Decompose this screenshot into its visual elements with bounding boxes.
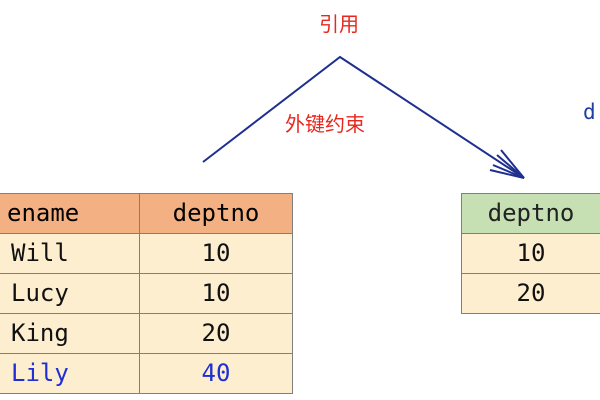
table-row: 20 (461, 273, 600, 314)
emp-cell-ename: Lily (0, 353, 140, 394)
emp-cell-ename: Lucy (0, 273, 140, 314)
emp-cell-deptno: 10 (139, 233, 293, 274)
arrow-head-icon (489, 149, 525, 179)
table-row: Lucy 10 (0, 273, 293, 314)
dept-table: deptno 10 20 (461, 193, 600, 314)
emp-table: ename deptno Will 10 Lucy 10 King 20 Lil… (0, 193, 293, 394)
dept-cell-deptno: 20 (461, 273, 600, 314)
emp-header-row: ename deptno (0, 193, 293, 234)
emp-header-ename: ename (0, 193, 140, 234)
reference-label: 引用 (319, 12, 359, 36)
emp-cell-ename: Will (0, 233, 140, 274)
emp-cell-deptno: 20 (139, 313, 293, 354)
foreign-key-label: 外键约束 (285, 112, 365, 136)
dept-cell-deptno: 10 (461, 233, 600, 274)
table-row: 10 (461, 233, 600, 274)
table-row: Will 10 (0, 233, 293, 274)
table-row-highlighted: Lily 40 (0, 353, 293, 394)
emp-header-deptno: deptno (139, 193, 293, 234)
cropped-text: d (583, 100, 596, 124)
emp-cell-ename: King (0, 313, 140, 354)
dept-header-row: deptno (461, 193, 600, 234)
arrow-line (202, 55, 525, 179)
emp-cell-deptno: 10 (139, 273, 293, 314)
table-row: King 20 (0, 313, 293, 354)
dept-header-deptno: deptno (461, 193, 600, 234)
emp-cell-deptno: 40 (139, 353, 293, 394)
